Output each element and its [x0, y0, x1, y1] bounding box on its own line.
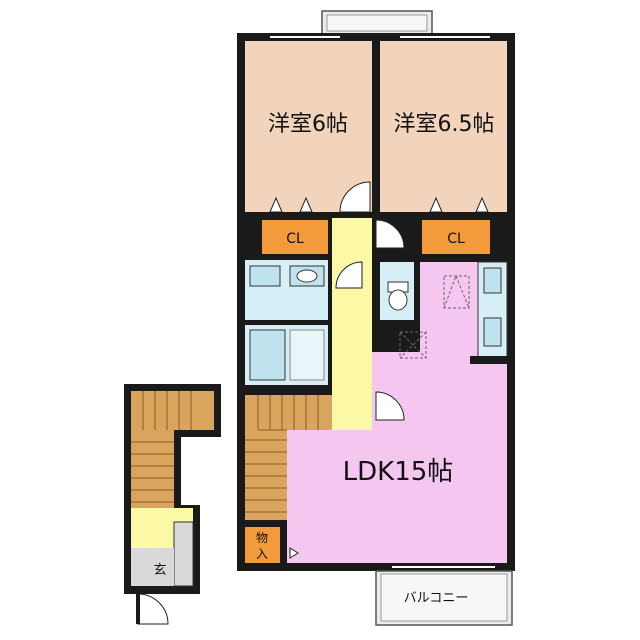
closet-left [262, 220, 328, 254]
top-balcony [321, 10, 433, 35]
label-western-room-left: 洋室6帖 [268, 112, 348, 137]
door-swing-washroom [335, 261, 363, 289]
bathtub-icon [249, 329, 325, 381]
wash-basin-icon [249, 265, 325, 287]
closet-doors [269, 196, 489, 213]
storage-door-icon [289, 547, 299, 559]
door-swing-ldk [375, 391, 405, 421]
label-balcony: バルコニー [404, 591, 469, 606]
western-room-right [380, 41, 507, 212]
western-room-left [245, 41, 372, 212]
kitchen-counter [477, 261, 508, 358]
storage [245, 527, 280, 563]
interior-stairs [245, 395, 332, 520]
refrigerator-space [399, 275, 470, 359]
label-storage-top: 物 [256, 531, 268, 545]
hallway [332, 218, 372, 430]
bottom-balcony [375, 570, 513, 626]
entrance-door-swing [136, 593, 169, 625]
label-ldk: LDK15帖 [343, 457, 454, 487]
door-swing-right-room [375, 219, 405, 249]
entrance-stair-treads [131, 391, 192, 503]
entrance-stairs [131, 391, 214, 508]
kitchen-wall [470, 356, 507, 364]
label-closet-left: CL [286, 231, 304, 247]
label-western-room-right: 洋室6.5帖 [394, 112, 495, 137]
door-swing-hall [339, 181, 371, 213]
toilet-icon [387, 281, 409, 311]
closet-right [422, 220, 490, 254]
label-storage-bottom: 入 [256, 547, 268, 561]
toilet-wall [372, 320, 420, 328]
entrance-shoe-cabinet [173, 521, 194, 587]
entrance-floor [131, 548, 174, 586]
label-closet-right: CL [447, 231, 465, 247]
label-entrance: 玄 [153, 563, 166, 578]
